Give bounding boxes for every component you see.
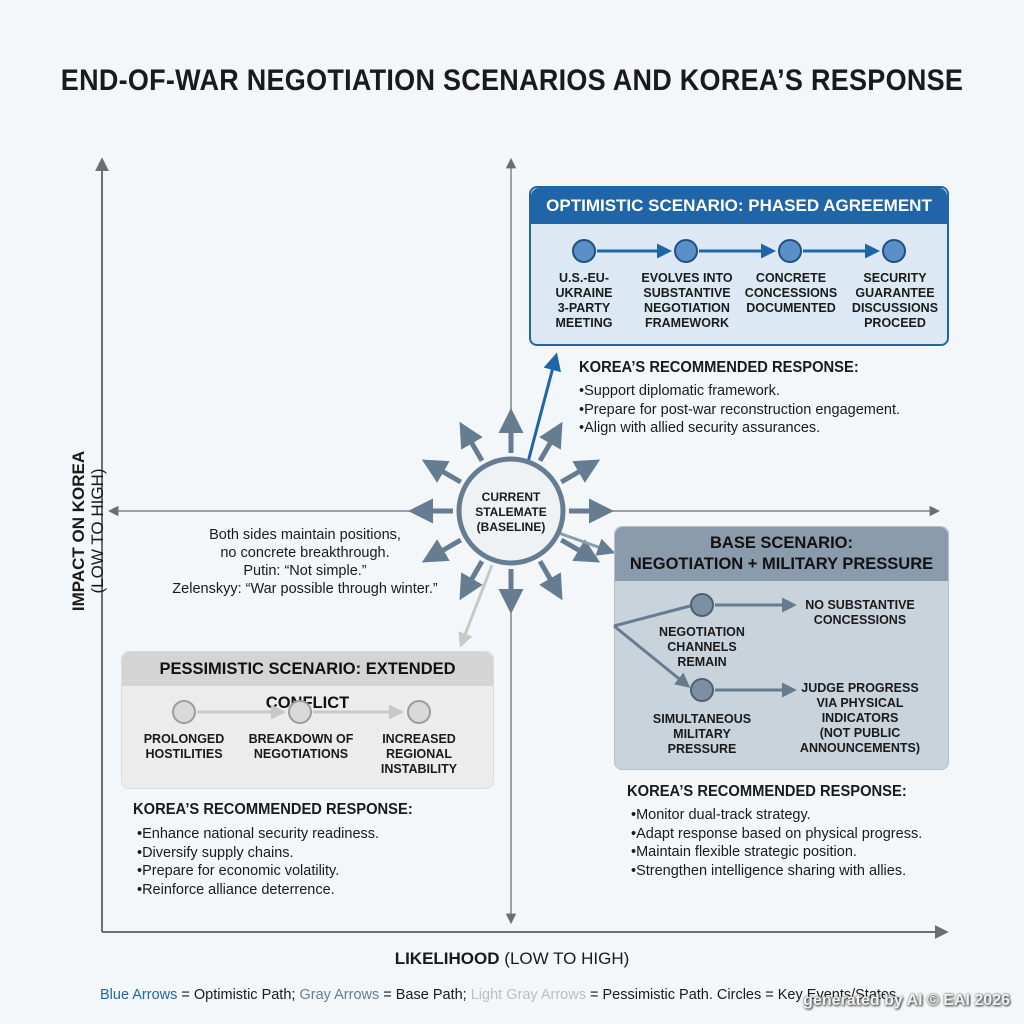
baseline-starburst	[408, 408, 614, 614]
base-path-arrow	[555, 530, 616, 556]
base-step-3-circle	[690, 678, 714, 702]
opt-step-1-circle	[572, 239, 596, 263]
opt-step-2-circle	[674, 239, 698, 263]
baseline-label: CURRENT STALEMATE (BASELINE)	[475, 490, 547, 534]
y-axis-label: IMPACT ON KOREA (LOW TO HIGH)	[69, 450, 107, 612]
opt-step-4-circle	[882, 239, 906, 263]
pessimistic-path-arrow	[458, 564, 494, 648]
page-title: END-OF-WAR NEGOTIATION SCENARIOS AND KOR…	[60, 64, 964, 97]
pess-step-1-circle	[172, 700, 196, 724]
baseline-note: Both sides maintain positions, no concre…	[172, 527, 438, 597]
pessimistic-path	[172, 700, 431, 724]
pessimistic-response-list: Enhance national security readiness. Div…	[137, 825, 379, 899]
base-step-1-circle	[690, 593, 714, 617]
pessimistic-response-title: KOREA’S RECOMMENDED RESPONSE:	[133, 801, 413, 818]
starburst-arrow	[421, 459, 463, 485]
starburst-arrow	[537, 559, 563, 601]
optimistic-path	[572, 239, 906, 263]
optimistic-title: OPTIMISTIC SCENARIO: PHASED AGREEMENT	[531, 188, 947, 224]
pess-step-2-circle	[288, 700, 312, 724]
pessimistic-response-item: Reinforce alliance deterrence.	[137, 881, 379, 900]
starburst-arrow	[421, 537, 463, 563]
opt-step-3-circle	[778, 239, 802, 263]
pessimistic-response-item: Prepare for economic volatility.	[137, 862, 379, 881]
starburst-arrow	[537, 421, 563, 463]
optimistic-response-title: KOREA’S RECOMMENDED RESPONSE:	[579, 359, 859, 376]
legend-light-key: Light Gray Arrows	[470, 987, 586, 1003]
optimistic-response-item: Prepare for post-war reconstruction enga…	[579, 401, 900, 420]
watermark: generated by AI © EAI 2026	[803, 992, 1010, 1009]
pessimistic-title: PESSIMISTIC SCENARIO: EXTENDED CONFLICT	[122, 652, 493, 712]
base-fork	[613, 604, 690, 686]
base-path	[613, 593, 797, 702]
base-response-item: Maintain flexible strategic position.	[631, 843, 922, 862]
starburst-arrow	[459, 559, 485, 601]
base-response-item: Monitor dual-track strategy.	[631, 806, 922, 825]
base-response-item: Strengthen intelligence sharing with all…	[631, 862, 922, 881]
optimistic-response-list: Support diplomatic framework. Prepare fo…	[579, 382, 900, 438]
legend-gray-key: Gray Arrows	[299, 987, 380, 1003]
pess-step-3-circle	[407, 700, 431, 724]
optimistic-path-arrow	[526, 352, 562, 463]
base-scenario-panel: BASE SCENARIO: NEGOTIATION + MILITARY PR…	[614, 526, 949, 770]
pessimistic-response-item: Diversify supply chains.	[137, 844, 379, 863]
legend-blue-key: Blue Arrows	[100, 987, 178, 1003]
legend: Blue Arrows = Optimistic Path; Gray Arro…	[100, 987, 901, 1003]
base-response-item: Adapt response based on physical progres…	[631, 825, 922, 844]
base-response-list: Monitor dual-track strategy. Adapt respo…	[631, 806, 922, 880]
starburst-arrow	[459, 421, 485, 463]
base-response-title: KOREA’S RECOMMENDED RESPONSE:	[627, 783, 907, 800]
starburst-arrow	[559, 459, 601, 485]
base-title: BASE SCENARIO: NEGOTIATION + MILITARY PR…	[615, 527, 948, 581]
starburst-arrow	[559, 537, 601, 563]
optimistic-scenario-panel: OPTIMISTIC SCENARIO: PHASED AGREEMENT	[529, 186, 949, 346]
baseline-circle	[456, 456, 566, 566]
optimistic-response-item: Align with allied security assurances.	[579, 419, 900, 438]
x-axis-label: LIKELIHOOD (LOW TO HIGH)	[394, 949, 630, 968]
pessimistic-response-item: Enhance national security readiness.	[137, 825, 379, 844]
optimistic-response-item: Support diplomatic framework.	[579, 382, 900, 401]
